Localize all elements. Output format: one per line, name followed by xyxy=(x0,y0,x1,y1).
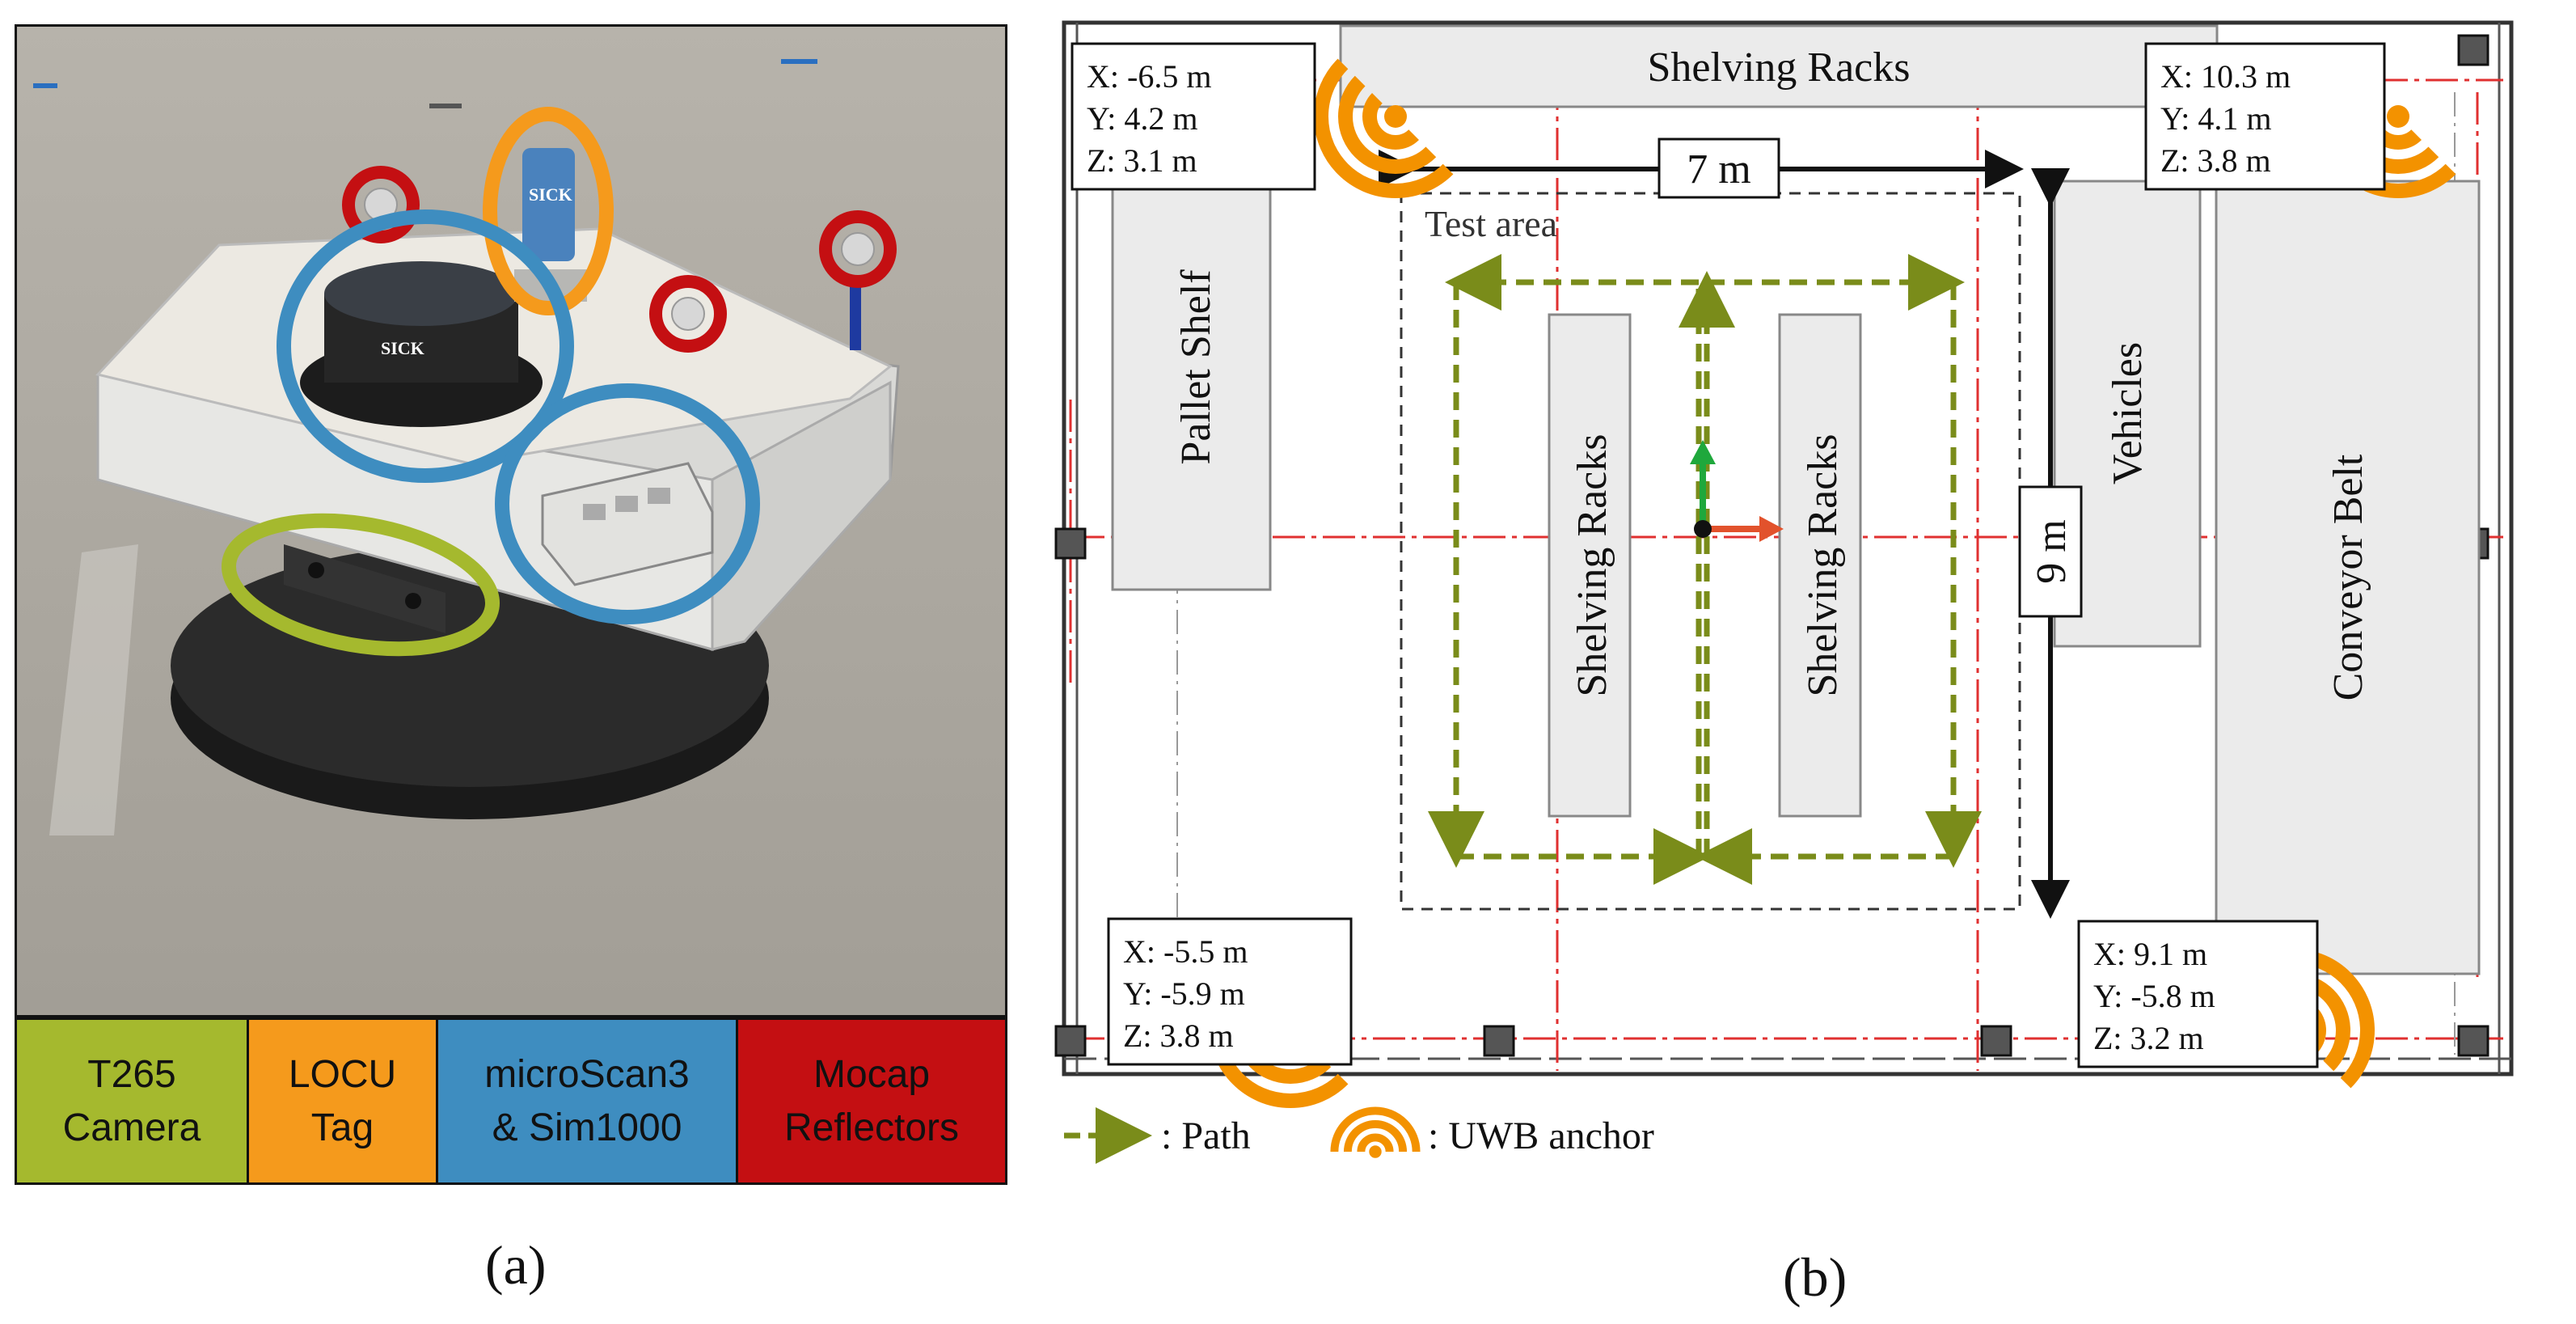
anchor-y: Y: -5.8 m xyxy=(2093,978,2215,1014)
sim1000-port xyxy=(648,488,670,504)
anchor-box-top-left: X: -6.5 m Y: 4.2 m Z: 3.1 m xyxy=(1071,42,1316,191)
microscan3-highlight xyxy=(277,209,574,483)
panel-b: Shelving Racks Pallet Shelf Shelving Rac… xyxy=(1048,11,2544,1176)
mocap-reflector xyxy=(671,297,705,331)
anchor-box xyxy=(1107,917,1353,1066)
floor-tape-mark xyxy=(429,104,462,108)
legend-mocap: Mocap Reflectors xyxy=(738,1020,1005,1182)
sim1000-highlight xyxy=(495,383,760,624)
pillar xyxy=(2457,1025,2489,1057)
origin-dot xyxy=(1694,520,1712,538)
robot-illustration: SICK SICK xyxy=(17,27,1005,1015)
label-conveyor-belt: Conveyor Belt xyxy=(2325,454,2371,700)
locu-tag xyxy=(522,148,575,261)
legend-locu: LOCU Tag xyxy=(249,1020,438,1182)
anchor-y: Y: 4.1 m xyxy=(2160,100,2271,137)
dimension-width-box xyxy=(1658,137,1780,199)
lidar-top xyxy=(324,261,518,326)
area-shelving-top xyxy=(1339,24,2219,108)
locu-tag-highlight xyxy=(483,107,614,315)
label-shelving-left: Shelving Racks xyxy=(1569,434,1615,697)
label-test-area: Test area xyxy=(1425,203,1557,244)
floor-tape-mark xyxy=(781,59,817,64)
anchor-z: Z: 3.2 m xyxy=(2093,1020,2204,1056)
anchor-box xyxy=(1071,42,1316,191)
reflector-highlight xyxy=(819,210,897,288)
legend-uwb-icon xyxy=(1334,1110,1416,1157)
area-conveyor-belt xyxy=(2215,180,2481,975)
legend-t265: T265 Camera xyxy=(17,1020,249,1182)
anchor-x: X: 10.3 m xyxy=(2160,58,2291,95)
anchor-z: Z: 3.1 m xyxy=(1087,142,1197,179)
label-shelving-top: Shelving Racks xyxy=(1648,44,1911,91)
reflector-pole xyxy=(850,277,861,350)
t265-highlight xyxy=(221,513,500,657)
anchor-box-bottom-left: X: -5.5 m Y: -5.9 m Z: 3.8 m xyxy=(1107,917,1353,1066)
legend-path-label: : Path xyxy=(1161,1115,1251,1157)
pillar xyxy=(1483,1025,1515,1057)
lidar-brand: SICK xyxy=(381,338,424,358)
camera-lens xyxy=(308,562,324,578)
anchor-x: X: 9.1 m xyxy=(2093,936,2207,972)
anchor-x: X: -5.5 m xyxy=(1123,933,1248,970)
reflector-highlight xyxy=(649,275,727,353)
area-shelving-left xyxy=(1548,313,1632,818)
anchor-y: Y: 4.2 m xyxy=(1087,100,1197,137)
caption-a: (a) xyxy=(485,1234,547,1296)
anchor-box xyxy=(2077,920,2319,1068)
pillar xyxy=(1054,527,1087,560)
dimension-height-box xyxy=(2018,485,2083,618)
area-shelving-right xyxy=(1778,313,1862,818)
dimension-height-label: 9 m xyxy=(2029,519,2075,583)
pillar xyxy=(1054,1025,1087,1057)
floor-plan: Shelving Racks Pallet Shelf Shelving Rac… xyxy=(1054,20,2514,1164)
label-shelving-right: Shelving Racks xyxy=(1800,434,1846,697)
anchor-box xyxy=(2144,42,2386,191)
sim1000-port xyxy=(583,504,606,520)
sim1000-port xyxy=(615,496,638,512)
locu-tag-brand: SICK xyxy=(529,184,572,205)
anchor-box-top-right: X: 10.3 m Y: 4.1 m Z: 3.8 m xyxy=(2144,42,2386,191)
reflector-highlight xyxy=(342,166,420,243)
robot-photo: SICK SICK xyxy=(15,24,1007,1017)
y-axis-arrowhead xyxy=(1690,440,1716,464)
anchor-z: Z: 3.8 m xyxy=(1123,1017,1234,1054)
pillar xyxy=(2457,34,2489,66)
anchor-y: Y: -5.9 m xyxy=(1123,975,1245,1012)
label-pallet-shelf: Pallet Shelf xyxy=(1173,269,1219,465)
caption-b: (b) xyxy=(1783,1246,1848,1308)
floor-tape-mark xyxy=(33,83,57,88)
legend-anchor-label: : UWB anchor xyxy=(1428,1115,1654,1157)
pillar xyxy=(1980,1025,2012,1057)
mocap-reflector xyxy=(841,232,875,266)
camera-lens xyxy=(405,593,421,609)
component-legend: T265 Camera LOCU Tag microScan3 & Sim100… xyxy=(15,1017,1007,1185)
crate-side xyxy=(711,380,892,651)
legend-microscan: microScan3 & Sim1000 xyxy=(438,1020,738,1182)
floor-tape xyxy=(49,544,138,835)
label-vehicles: Vehicles xyxy=(2105,342,2151,484)
panel-a: SICK SICK xyxy=(15,24,1007,1185)
area-pallet-shelf xyxy=(1111,143,1272,591)
x-axis-arrowhead xyxy=(1759,516,1784,542)
dimension-width-label: 7 m xyxy=(1687,146,1750,192)
anchor-box-bottom-right: X: 9.1 m Y: -5.8 m Z: 3.2 m xyxy=(2077,920,2319,1068)
path-loop xyxy=(1428,254,1982,885)
anchor-x: X: -6.5 m xyxy=(1087,58,1211,95)
anchor-z: Z: 3.8 m xyxy=(2160,142,2271,179)
t265-camera xyxy=(284,544,446,633)
